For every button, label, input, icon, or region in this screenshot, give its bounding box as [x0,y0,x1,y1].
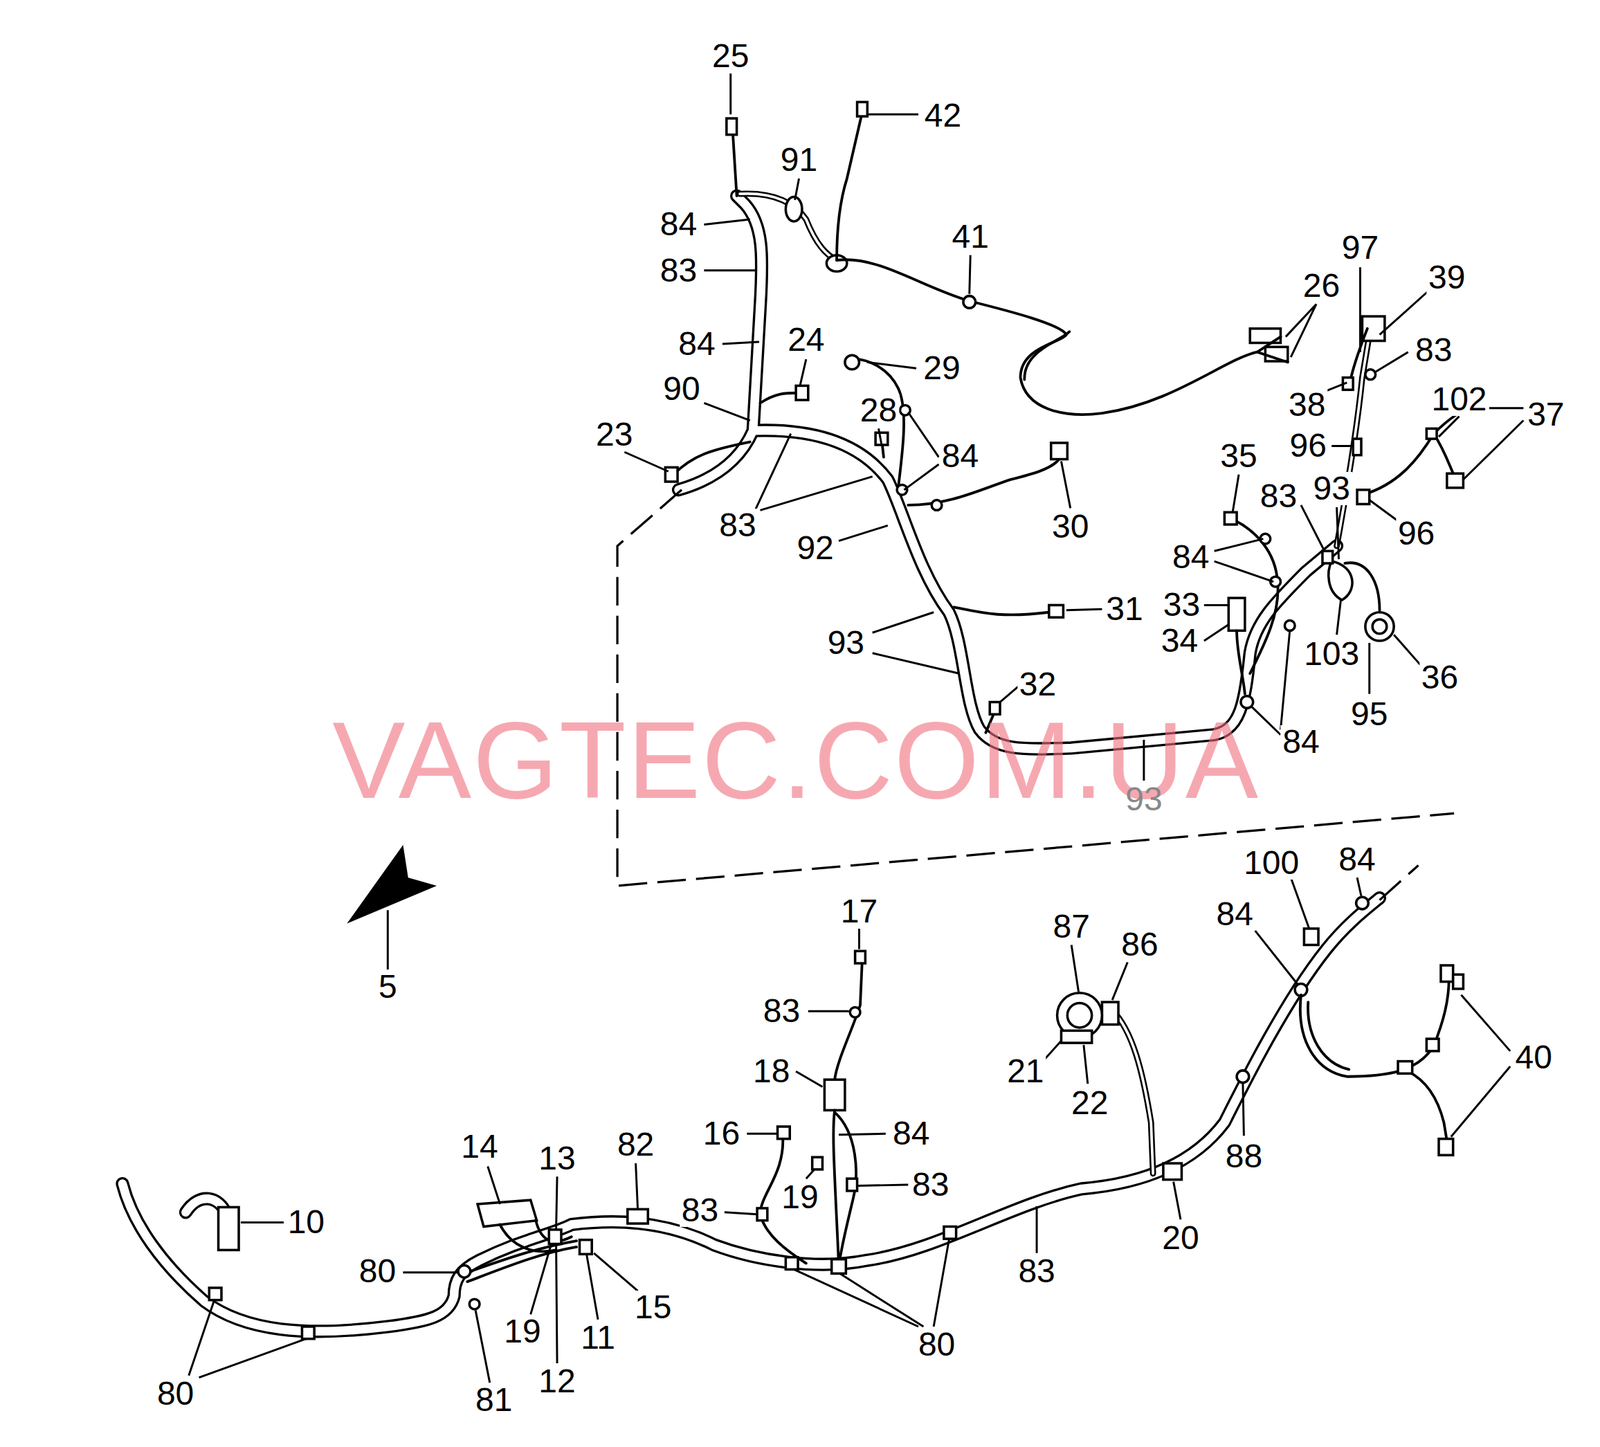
callout-number: 83 [761,994,803,1028]
callout-number: 84 [1213,897,1255,931]
callout-number: 84 [1280,725,1322,759]
callout-number: 35 [1217,439,1259,473]
callout-number: 38 [1286,388,1328,422]
callout-number: 100 [1241,846,1302,880]
callout-number: 17 [838,894,880,929]
callout-number: 84 [1170,540,1212,574]
callout-number: 25 [710,39,751,73]
callout-number: 91 [778,143,820,177]
harness-tubes [122,195,1380,1332]
callout-number: 19 [501,1314,543,1349]
callout-number: 83 [716,508,758,542]
watermark: VAGTEC.COM.UA [330,705,1262,815]
callout-number: 83 [910,1168,951,1202]
callout-number: 90 [660,372,702,406]
direction-arrow [346,844,437,924]
callout-number: 36 [1419,660,1461,695]
callout-number: 20 [1159,1221,1201,1255]
callout-number: 84 [676,327,717,361]
callout-number: 87 [1051,910,1093,944]
callout-number: 18 [750,1054,792,1088]
callout-number: 93 [1311,471,1353,506]
leader-lines [188,73,1524,1383]
callout-number: 26 [1301,269,1342,303]
callout-number: 97 [1339,231,1381,265]
callout-number: 86 [1119,928,1160,962]
callout-number: 41 [950,220,992,254]
callout-number: 103 [1301,637,1362,671]
callout-number: 95 [1348,697,1390,731]
callout-number: 102 [1429,382,1489,416]
callout-number: 96 [1287,429,1329,463]
callout-number: 81 [473,1383,515,1417]
callout-number: 22 [1069,1086,1111,1120]
callout-number: 37 [1525,397,1567,432]
callout-number: 93 [1123,782,1165,816]
section-outline [617,489,1454,901]
callout-number: 83 [1258,479,1299,513]
callout-number: 42 [922,98,964,133]
callout-number: 23 [593,417,635,452]
callout-number: 40 [1512,1040,1554,1075]
callout-number: 31 [1103,592,1145,626]
callout-number: 16 [701,1116,742,1151]
callout-number: 21 [1004,1054,1046,1088]
callout-number: 10 [285,1205,327,1239]
callout-number: 34 [1159,624,1200,658]
callout-number: 83 [1413,333,1454,367]
callout-number: 24 [785,323,827,357]
callout-number: 15 [632,1290,674,1324]
callout-number: 5 [376,970,400,1004]
callout-number: 84 [1336,842,1378,877]
callout-number: 39 [1426,260,1468,295]
callout-number: 83 [679,1193,721,1227]
callout-number: 29 [921,351,962,385]
callout-number: 96 [1395,516,1437,551]
callout-number: 92 [794,531,836,565]
callout-number: 84 [939,439,981,473]
callout-number: 84 [658,207,699,241]
callout-number: 82 [615,1128,657,1162]
callout-number: 19 [779,1180,821,1214]
callout-number: 88 [1223,1139,1265,1174]
callout-number: 13 [536,1141,578,1176]
callout-number: 83 [1015,1254,1057,1288]
callout-number: 11 [578,1321,618,1355]
callout-number: 84 [890,1116,932,1151]
callout-number: 32 [1017,667,1059,702]
callout-number: 12 [536,1364,578,1398]
callout-number: 80 [916,1328,958,1362]
harness-wires [208,101,1484,1339]
callout-number: 80 [155,1377,196,1411]
callout-number: 28 [858,393,899,427]
callout-number: 14 [458,1130,500,1164]
callout-number: 83 [658,253,699,288]
callout-number: 80 [357,1254,398,1288]
callout-number: 93 [825,626,867,660]
callout-number: 30 [1049,510,1091,544]
callout-number: 33 [1161,588,1203,622]
